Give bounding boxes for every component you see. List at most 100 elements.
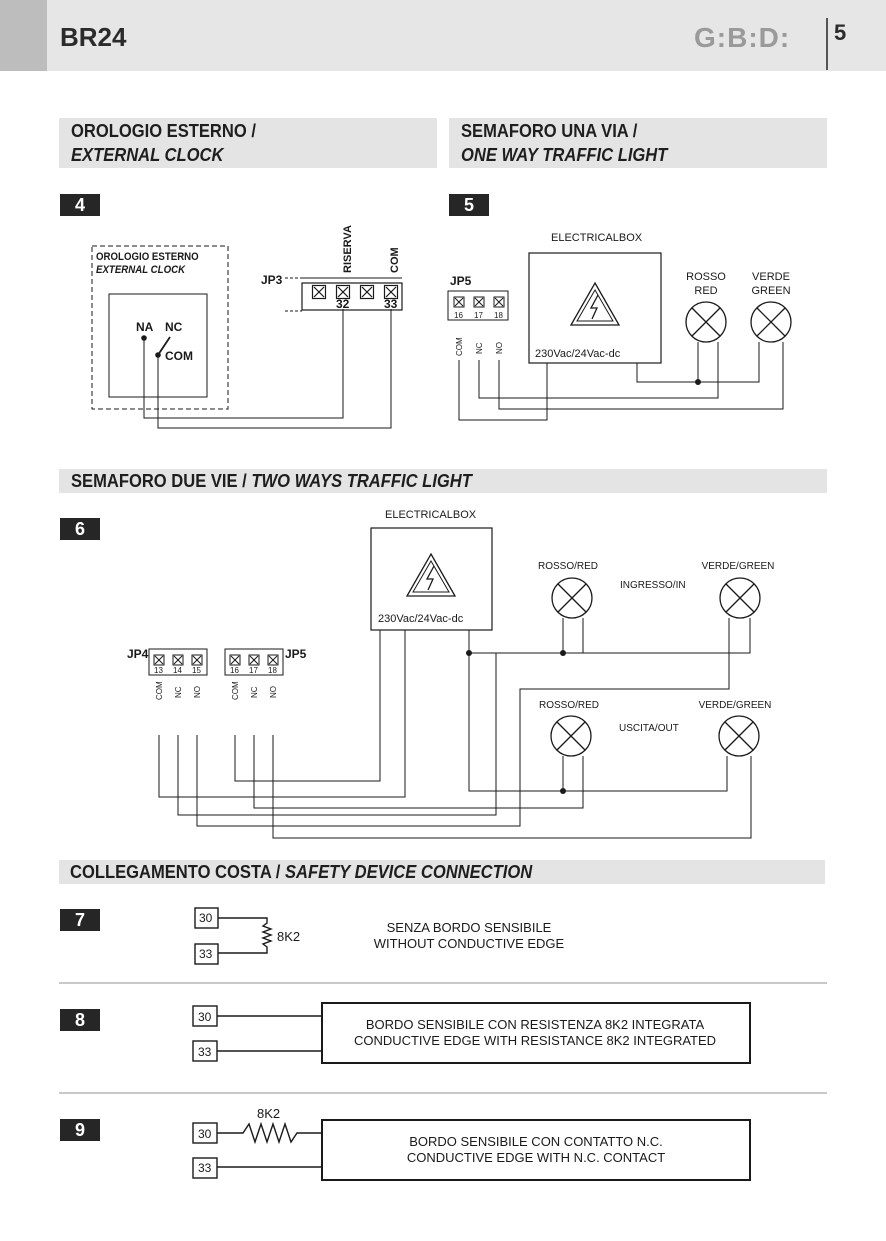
terminal-30-label: 30 [198,1127,212,1141]
jp5-label: JP5 [450,274,472,288]
clock-label-it: OROLOGIO ESTERNO [96,252,199,264]
jp5-pin-nc: NC [250,686,259,698]
section-twoway-title-en: TWO WAYS TRAFFIC LIGHT [251,471,472,491]
jp5-pin-com: COM [231,681,240,700]
description-it: SENZA BORDO SENSIBILE [387,920,552,935]
section-oneway-title-en: ONE WAY TRAFFIC LIGHT [461,145,668,165]
jp5-label: JP5 [285,647,307,661]
terminal-18-label: 18 [268,666,277,675]
figure-number-8: 8 [60,1009,100,1031]
terminal-33-label: 33 [384,297,398,311]
fig8-labels: 30 33 BORDO SENSIBILE CON RESISTENZA 8K2… [198,1010,716,1059]
terminal-33-label: 33 [198,1161,212,1175]
riserva-label: RISERVA [342,225,354,273]
voltage-label: 230Vac/24Vac-dc [535,348,621,360]
in-verde-green-label: VERDE/GREEN [702,561,775,572]
out-rosso-red-label: ROSSO/RED [539,700,599,711]
section-clock-title-it: OROLOGIO ESTERNO / [71,121,256,141]
section-clock-title-en: EXTERNAL CLOCK [71,145,224,165]
pin-nc-label: NC [475,342,484,354]
separator [59,1092,827,1094]
terminal-33-label: 33 [198,1045,212,1059]
in-green-lamp [719,577,761,619]
jp5-terminal-17 [248,654,260,666]
section-oneway-title-it: SEMAFORO UNA VIA / [461,121,638,141]
jp5-terminal-16 [229,654,241,666]
jp4-pin-no: NO [193,686,202,698]
section-safety-title: COLLEGAMENTO COSTA / SAFETY DEVICE CONNE… [70,862,532,883]
fig7-labels: 30 33 8K2 SENZA BORDO SENSIBILE WITHOUT … [199,911,565,961]
description-it: BORDO SENSIBILE CON RESISTENZA 8K2 INTEG… [366,1017,705,1032]
red-label: RED [694,285,717,297]
fig7-no-conductive-edge [194,907,273,965]
resistor-8k2 [218,917,273,954]
fig4-external-clock [91,245,403,429]
jp4-terminal-15 [191,654,203,666]
in-rosso-red-label: ROSSO/RED [538,561,598,572]
page-number: 5 [834,20,847,45]
terminal-30-label: 30 [199,911,213,925]
figure-number-4: 4 [60,194,100,216]
fig9-labels: 30 33 8K2 BORDO SENSIBILE CON CONTATTO N… [198,1106,665,1175]
clock-dashed-box [91,245,229,410]
resistor-8k2 [217,1121,322,1145]
terminal-33 [192,1157,218,1179]
figure-number-9: 9 [60,1119,100,1141]
jp3-terminal-33a [359,284,375,300]
terminal-14-label: 14 [173,666,182,675]
model-name: BR24 [60,22,127,52]
fig6-labels: ELECTRICALBOX 230Vac/24Vac-dc JP4 JP5 13… [127,509,774,734]
fig5-one-way-traffic-light [447,252,792,421]
header-accent [0,0,47,71]
ingresso-label: INGRESSO/IN [620,580,686,591]
pin-no-label: NO [495,342,504,354]
clock-label-en: EXTERNAL CLOCK [96,265,187,277]
section-twoway [59,469,827,493]
section-safety-title-en: SAFETY DEVICE CONNECTION [284,862,533,882]
contact-na-label: NA [136,320,154,334]
electricalbox-label: ELECTRICALBOX [551,232,643,244]
figure-number-6: 6 [60,518,100,540]
terminal-16-label: 16 [230,666,239,675]
out-red-lamp [550,715,592,757]
jp5-terminal-17 [473,296,485,308]
description-en: WITHOUT CONDUCTIVE EDGE [374,936,565,951]
jp3-terminal-31 [311,284,327,300]
contact-com-label: COM [165,349,193,363]
description-en: CONDUCTIVE EDGE WITH N.C. CONTACT [407,1150,665,1165]
terminal-32-label: 32 [336,297,350,311]
section-safety-title-it: COLLEGAMENTO COSTA / [70,862,281,882]
header-divider [826,18,828,70]
fig4-labels: OROLOGIO ESTERNO EXTERNAL CLOCK NA NC CO… [96,225,401,363]
resistor-label: 8K2 [277,929,300,944]
section-twoway-title-it: SEMAFORO DUE VIE / [71,471,247,491]
fig5-labels: ELECTRICALBOX 230Vac/24Vac-dc JP5 16 17 … [450,232,791,360]
jp5-pin-no: NO [269,686,278,698]
jp4-pin-com: COM [155,681,164,700]
description-en: CONDUCTIVE EDGE WITH RESISTANCE 8K2 INTE… [354,1033,716,1048]
red-lamp [685,301,727,343]
section-clock [59,118,437,168]
terminal-33 [194,943,219,965]
fig8-conductive-edge-resistance [192,1002,751,1064]
jp4-terminal-13 [153,654,165,666]
contact-nc-label: NC [165,320,183,334]
section-oneway [449,118,827,168]
jp3-label: JP3 [261,273,283,287]
jp4-label: JP4 [127,647,149,661]
figure-number-7: 7 [60,909,100,931]
jp4-pin-nc: NC [174,686,183,698]
figure-number-5: 5 [449,194,489,216]
pin-com-label: COM [455,337,464,356]
voltage-label: 230Vac/24Vac-dc [378,613,464,625]
terminal-16-label: 16 [454,311,463,320]
description-it: BORDO SENSIBILE CON CONTATTO N.C. [409,1134,663,1149]
electricalbox-label: ELECTRICALBOX [385,509,477,521]
green-lamp [750,301,792,343]
terminal-30-label: 30 [198,1010,212,1024]
terminal-13-label: 13 [154,666,163,675]
out-verde-green-label: VERDE/GREEN [699,700,772,711]
conductive-edge-box [321,1002,751,1064]
page-header [0,0,886,71]
